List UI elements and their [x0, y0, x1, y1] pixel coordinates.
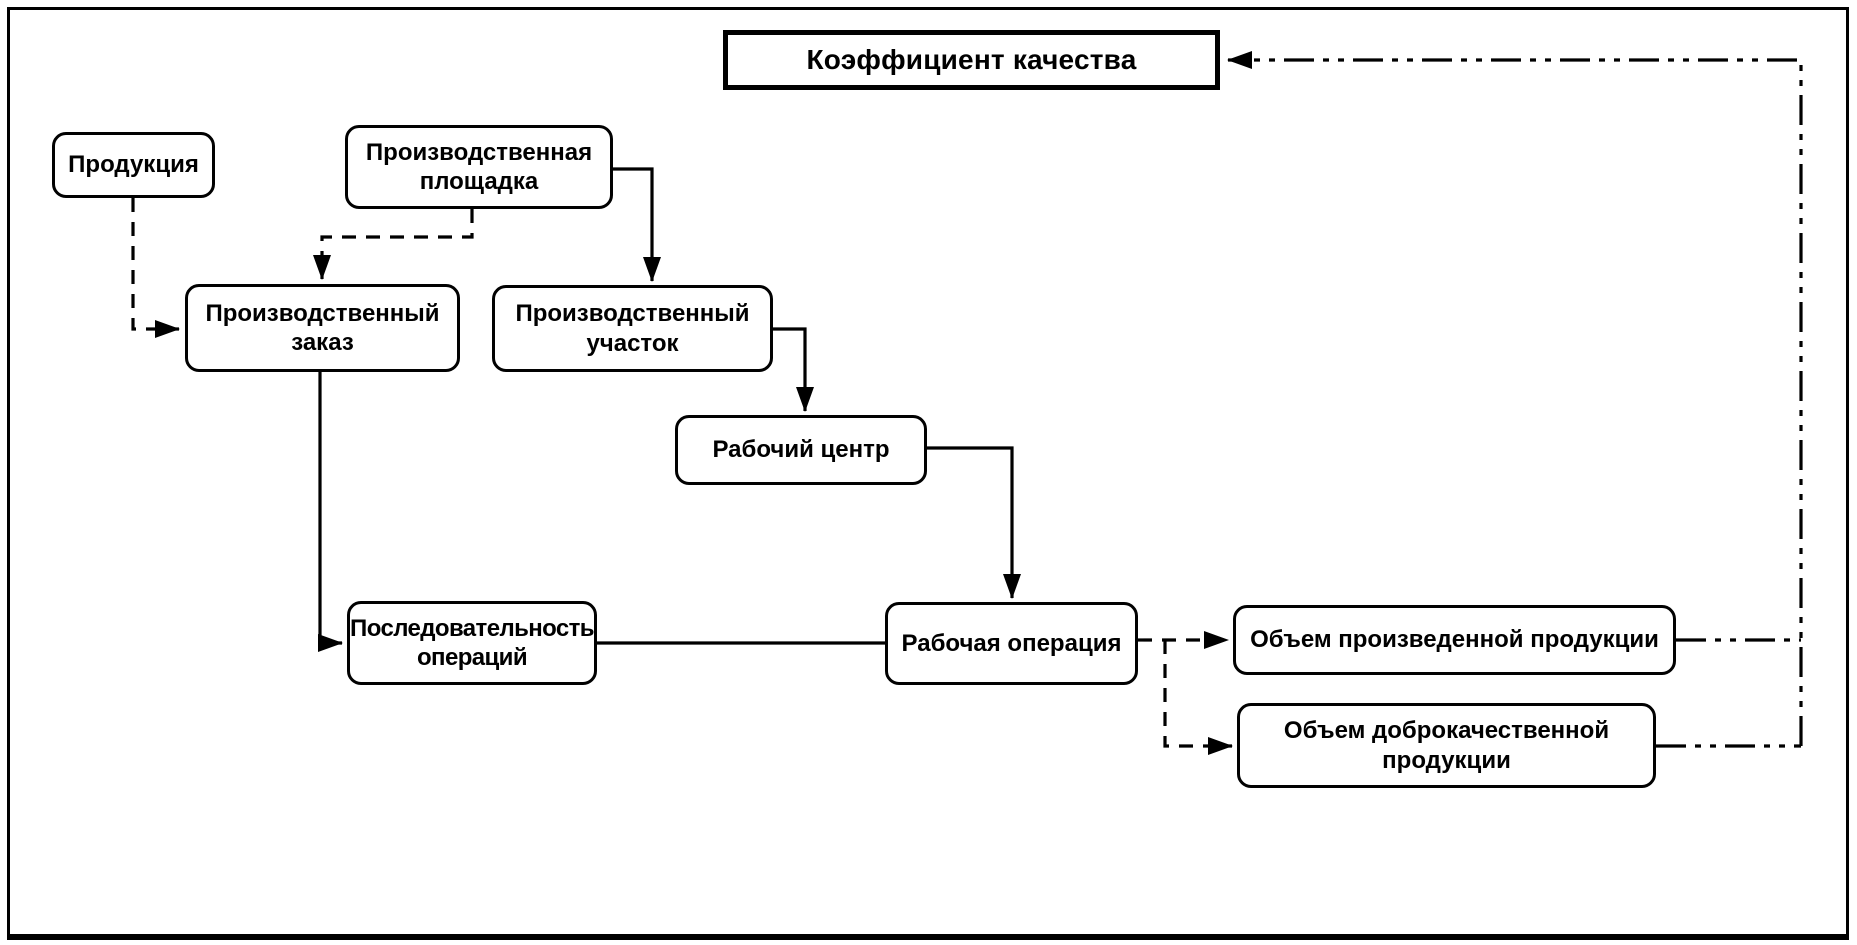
node-production-order: Производственный заказ: [185, 284, 460, 372]
edge-loop-to-quality-coefficient: [1227, 51, 1803, 746]
node-operation-sequence: Последовательность операций: [347, 601, 597, 685]
node-label: Рабочая операция: [901, 629, 1122, 657]
edge-work-center-to-work-operation: [927, 446, 1021, 599]
edge-product-to-production-order: [131, 198, 180, 338]
edge-work-operation-to-good-quality-volume: [1163, 640, 1233, 755]
node-production-site: Производственная площадка: [345, 125, 613, 209]
edge-production-order-to-operation-sequence: [318, 372, 343, 652]
node-label: Коэффициент качества: [806, 43, 1137, 75]
node-quality-coefficient: Коэффициент качества: [723, 30, 1220, 90]
node-label: Рабочий центр: [712, 436, 890, 464]
node-work-operation: Рабочая операция: [885, 602, 1138, 685]
node-label: Производственный заказ: [205, 299, 440, 356]
node-label: Объем доброкачественной продукции: [1283, 717, 1610, 774]
node-produced-volume: Объем произведенной продукции: [1233, 605, 1676, 675]
node-product: Продукция: [52, 132, 215, 198]
node-label: Продукция: [68, 151, 199, 179]
edge-production-site-to-production-order: [313, 209, 474, 280]
node-label: Производственная площадка: [365, 138, 593, 195]
node-work-center: Рабочий центр: [675, 415, 927, 485]
node-label: Последовательность операций: [350, 614, 595, 671]
node-label: Производственный участок: [515, 300, 750, 357]
node-good-quality-volume: Объем доброкачественной продукции: [1237, 703, 1656, 788]
edge-production-area-to-work-center: [773, 327, 814, 412]
edge-production-site-to-production-area: [613, 167, 661, 282]
node-label: Объем произведенной продукции: [1250, 626, 1659, 654]
node-production-area: Производственный участок: [492, 285, 773, 372]
